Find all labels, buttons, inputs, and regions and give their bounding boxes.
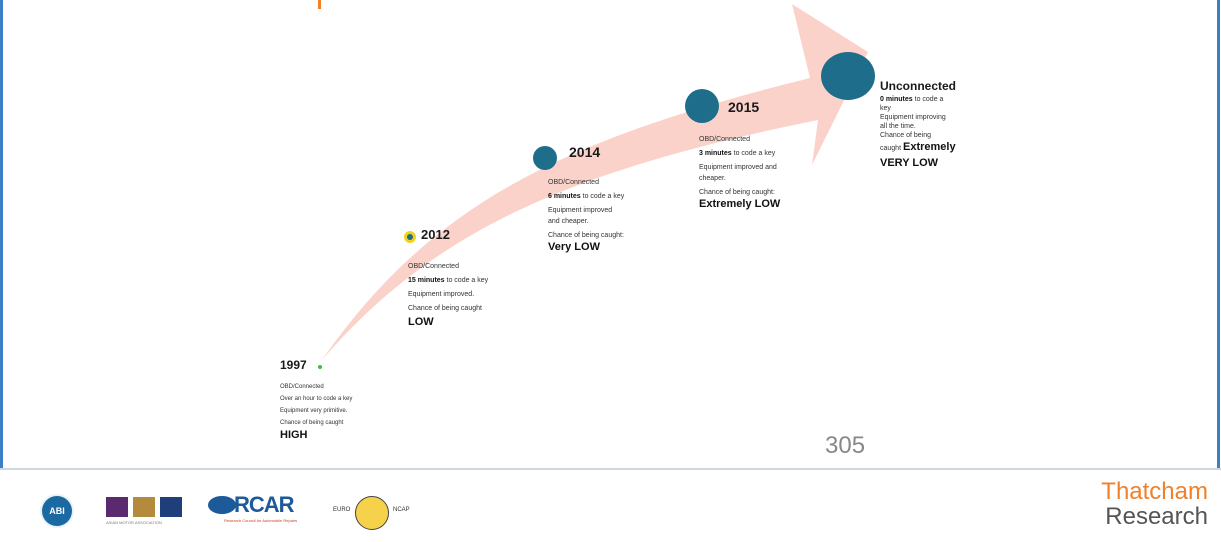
- risk-level: Extremely LOW: [699, 198, 781, 210]
- risk-level: Very LOW: [548, 241, 600, 253]
- time-to-code: 3 minutes to code a key: [699, 150, 776, 157]
- risk-level: LOW: [408, 316, 434, 328]
- milestone-dot: [533, 146, 557, 170]
- chance-label: Chance of being caught:: [699, 189, 775, 196]
- connection-type: OBD/Connected: [280, 384, 324, 390]
- milestone-year: Unconnected: [880, 79, 957, 93]
- chance-label: Chance of being: [880, 132, 931, 139]
- ama-logo-square: [133, 497, 155, 517]
- connection-type: OBD/Connected: [548, 179, 599, 186]
- ama-logo-square: [106, 497, 128, 517]
- ama-logo-square: [160, 497, 182, 517]
- time-to-code-cont: key: [880, 105, 891, 112]
- equipment-note-cont: cheaper.: [699, 175, 726, 182]
- connection-type: OBD/Connected: [408, 263, 459, 270]
- left-border: [0, 0, 3, 470]
- euro-ncap-logo: EURO NCAP: [333, 492, 415, 532]
- thatcham-logo-line2: Research: [1105, 503, 1208, 530]
- connection-type: OBD/Connected: [699, 136, 750, 143]
- rcar-logo-text: RCAR: [234, 492, 295, 517]
- progress-arrow: [322, 4, 868, 360]
- thatcham-logo-line1: Thatcham: [1101, 478, 1208, 505]
- right-border: [1217, 0, 1220, 470]
- milestone-year: 1997: [280, 358, 307, 372]
- time-to-code: 6 minutes to code a key: [548, 193, 625, 200]
- euro-ncap-left: EURO: [333, 507, 351, 513]
- chance-label: Chance of being caught: [408, 305, 482, 312]
- equipment-note: Equipment improved and: [699, 164, 777, 171]
- footer-divider: [0, 468, 1221, 470]
- milestone-dot: [685, 89, 719, 123]
- globe-icon: [208, 496, 236, 514]
- abi-logo: ABI: [42, 496, 72, 526]
- milestone-dot-center: [407, 234, 413, 240]
- equipment-note: Equipment improving: [880, 114, 946, 121]
- chance-label-cont: caught Extremely: [880, 141, 956, 153]
- risk-inline: Extremely: [902, 141, 956, 153]
- page-number: 305: [825, 432, 866, 459]
- risk-level: VERY LOW: [880, 157, 939, 169]
- equipment-note: Equipment improved.: [408, 291, 475, 298]
- milestone-year: 2015: [728, 99, 760, 115]
- equipment-note: Equipment improved: [548, 207, 613, 214]
- equipment-note: Equipment very primitive.: [280, 408, 348, 414]
- chance-label: Chance of being caught: [280, 420, 344, 426]
- euro-ncap-emblem: [355, 496, 389, 530]
- milestone-year: 2012: [421, 227, 450, 242]
- milestone-details: 0 minutes to code a key Equipment improv…: [880, 95, 956, 170]
- ama-logo-caption: ASIAN MOTOR ASSOCIATION: [106, 520, 162, 525]
- time-to-code: Over an hour to code a key: [280, 396, 353, 402]
- rcar-logo-caption: Research Council for Automobile Repairs: [224, 518, 298, 523]
- euro-ncap-right: NCAP: [393, 507, 410, 513]
- thatcham-logo: Thatcham Research: [1070, 480, 1208, 530]
- risk-level: HIGH: [280, 429, 308, 441]
- equipment-note-cont: and cheaper.: [548, 218, 589, 225]
- milestone-details: OBD/Connected 15 minutes to code a key E…: [408, 260, 488, 328]
- ama-logo: ASIAN MOTOR ASSOCIATION: [106, 497, 186, 527]
- equipment-note-cont: all the time.: [880, 123, 916, 130]
- milestone-year: 2014: [569, 144, 601, 160]
- milestone-details: OBD/Connected 6 minutes to code a key Eq…: [548, 177, 624, 253]
- milestone-dot: [318, 365, 322, 369]
- rcar-logo: RCAR Research Council for Automobile Rep…: [208, 492, 318, 528]
- milestone-details: OBD/Connected Over an hour to code a key…: [280, 381, 352, 441]
- top-accent-mark: [318, 0, 321, 9]
- time-to-code: 0 minutes to code a: [880, 96, 944, 103]
- milestone-details: OBD/Connected 3 minutes to code a key Eq…: [699, 134, 780, 210]
- chance-label: Chance of being caught:: [548, 232, 624, 239]
- milestone-dot: [821, 52, 875, 100]
- time-to-code: 15 minutes to code a key: [408, 277, 489, 284]
